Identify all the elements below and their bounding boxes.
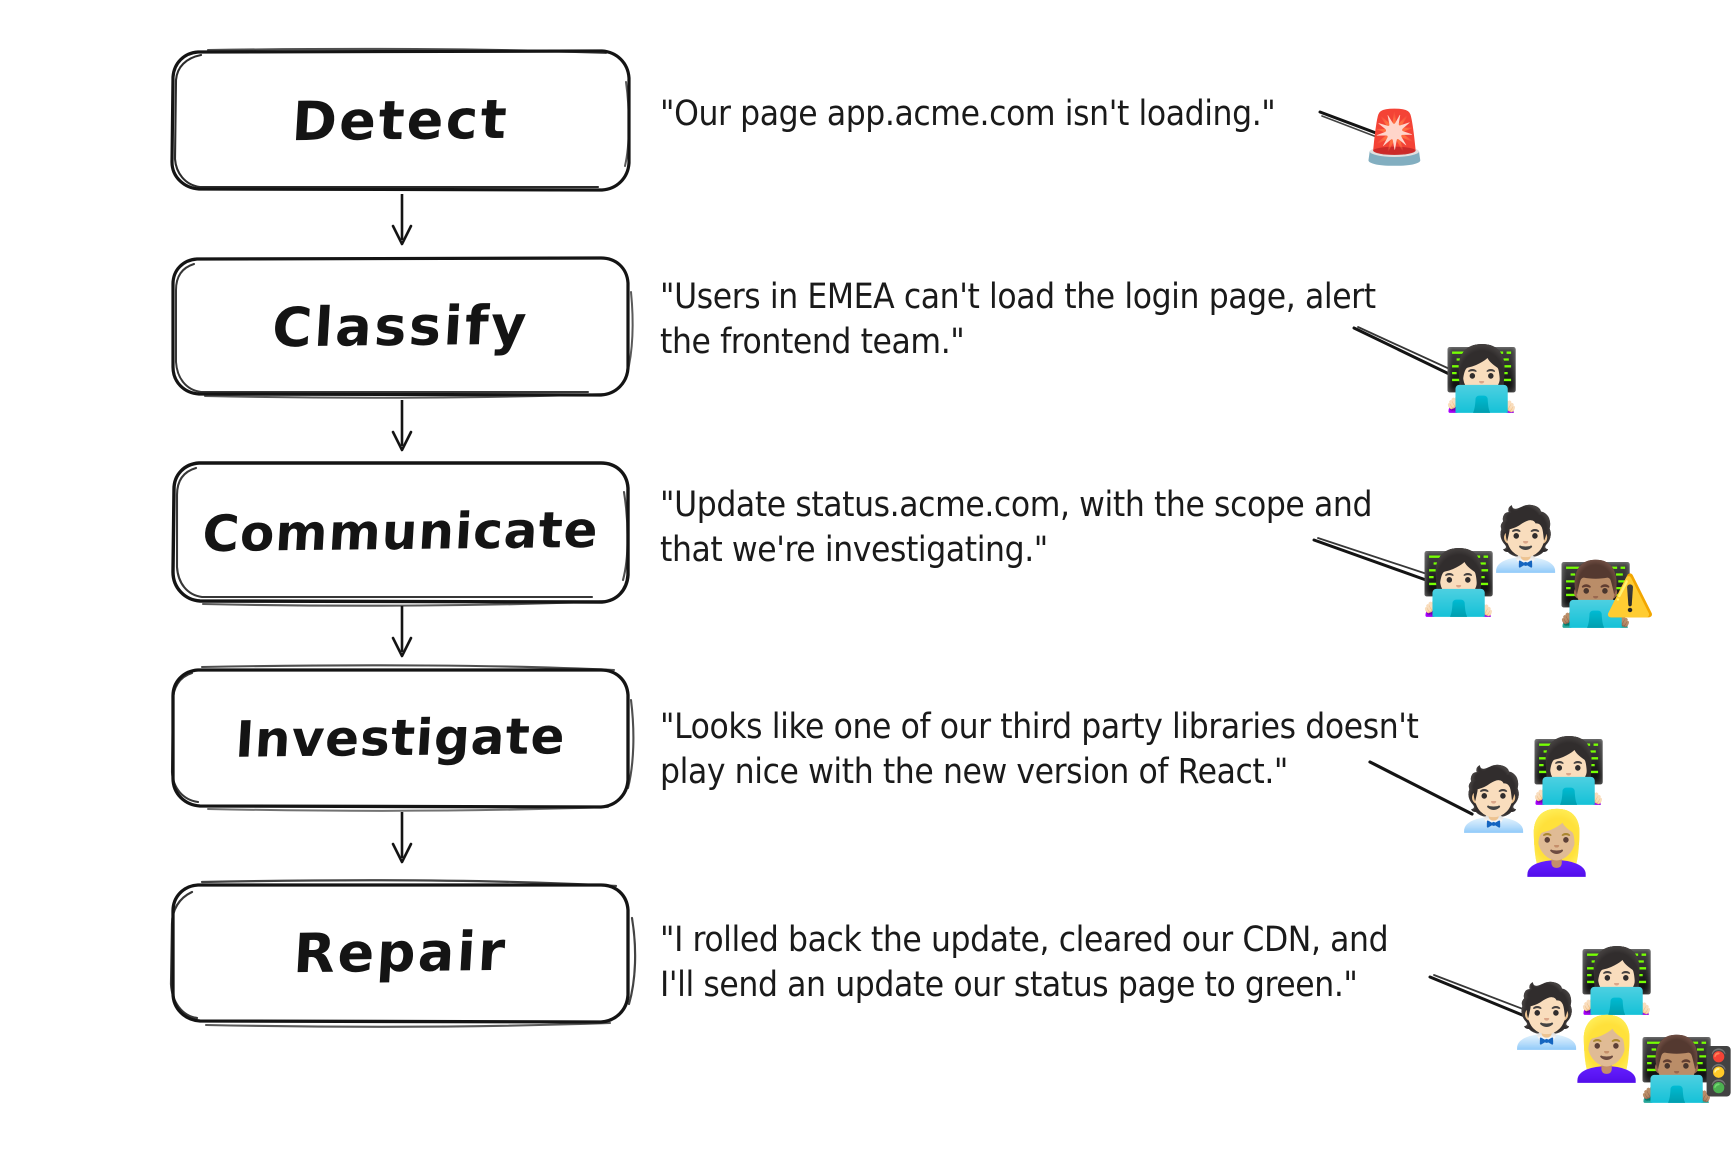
stage-label-investigate: Investigate <box>233 707 568 769</box>
quote-line-2: play nice with the new version of React.… <box>660 751 1288 792</box>
actor-man-technologist: 👨🏽‍💻 <box>1557 557 1635 630</box>
actor-office-worker: 🧑🏻‍💼 <box>1487 502 1565 575</box>
connector-classify-to-communicate <box>390 400 414 452</box>
leader-line-communicate <box>1312 537 1431 582</box>
connector-communicate-to-investigate <box>390 606 414 658</box>
actor-man-technologist: 👨🏽‍💻 <box>1638 1032 1716 1105</box>
quote-detect: "Our page app.acme.com isn't loading." <box>660 94 1276 134</box>
actor-woman-technologist: 👩🏻‍💻 <box>1530 734 1608 807</box>
sketch-rectangle <box>169 879 637 1028</box>
sketch-rectangle <box>171 256 634 399</box>
actor-rotating-light: 🚨 <box>1362 108 1427 168</box>
connector-detect-to-classify <box>390 194 414 246</box>
quote-investigate: "Looks like one of our third party libra… <box>660 705 1419 795</box>
actor-woman-technologist-blonde: 👱🏼‍♀️ <box>1518 806 1596 879</box>
actor-woman-technologist: 👩🏻‍💻 <box>1443 342 1521 415</box>
stage-box-investigate[interactable]: Investigate <box>168 664 635 812</box>
actor-woman-technologist: 👩🏻‍💻 <box>1420 546 1498 619</box>
stage-box-communicate[interactable]: Communicate <box>168 458 633 607</box>
actor-traffic-light: 🚦 <box>1690 1044 1734 1098</box>
leader-line-detect <box>1318 110 1386 140</box>
quote-line-1: "Users in EMEA can't load the login page… <box>660 277 1376 317</box>
actor-warning-sign: ⚠️ <box>1605 573 1655 619</box>
down-arrow-icon <box>391 400 413 452</box>
quote-line-1: "I rolled back the update, cleared our C… <box>660 920 1389 960</box>
actor-office-worker: 🧑🏻‍💼 <box>1455 762 1533 835</box>
quote-line-2: the frontend team." <box>660 321 965 362</box>
connector-investigate-to-repair <box>390 812 414 864</box>
stage-label-detect: Detect <box>290 87 511 153</box>
stage-box-detect[interactable]: Detect <box>168 46 633 194</box>
sketch-rectangle <box>170 664 635 812</box>
actor-woman-technologist: 👩🏻‍💻 <box>1578 944 1656 1017</box>
stage-box-repair[interactable]: Repair <box>168 878 637 1028</box>
quote-line-2: I'll send an update our status page to g… <box>660 964 1358 1005</box>
leader-line-repair <box>1428 974 1537 1021</box>
sketch-rectangle <box>170 47 631 192</box>
stage-label-communicate: Communicate <box>200 500 601 564</box>
quote-repair: "I rolled back the update, cleared our C… <box>660 918 1389 1008</box>
stage-box-classify[interactable]: Classify <box>168 252 634 400</box>
quote-classify: "Users in EMEA can't load the login page… <box>660 275 1376 365</box>
quote-line-2: that we're investigating." <box>660 529 1048 570</box>
down-arrow-icon <box>391 812 413 864</box>
stage-label-repair: Repair <box>291 919 510 985</box>
actor-office-worker: 🧑🏻‍💼 <box>1508 979 1586 1052</box>
quote-communicate: "Update status.acme.com, with the scope … <box>660 483 1372 573</box>
sketch-rectangle <box>171 461 630 607</box>
quote-line-1: "Update status.acme.com, with the scope … <box>660 485 1373 525</box>
stage-label-classify: Classify <box>270 293 531 359</box>
down-arrow-icon <box>391 194 413 246</box>
actor-woman-technologist-blonde: 👱🏼‍♀️ <box>1568 1012 1646 1085</box>
leader-line-investigate <box>1368 760 1474 816</box>
leader-line-classify <box>1352 326 1479 388</box>
down-arrow-icon <box>391 606 413 658</box>
quote-line-1: "Looks like one of our third party libra… <box>660 707 1419 747</box>
